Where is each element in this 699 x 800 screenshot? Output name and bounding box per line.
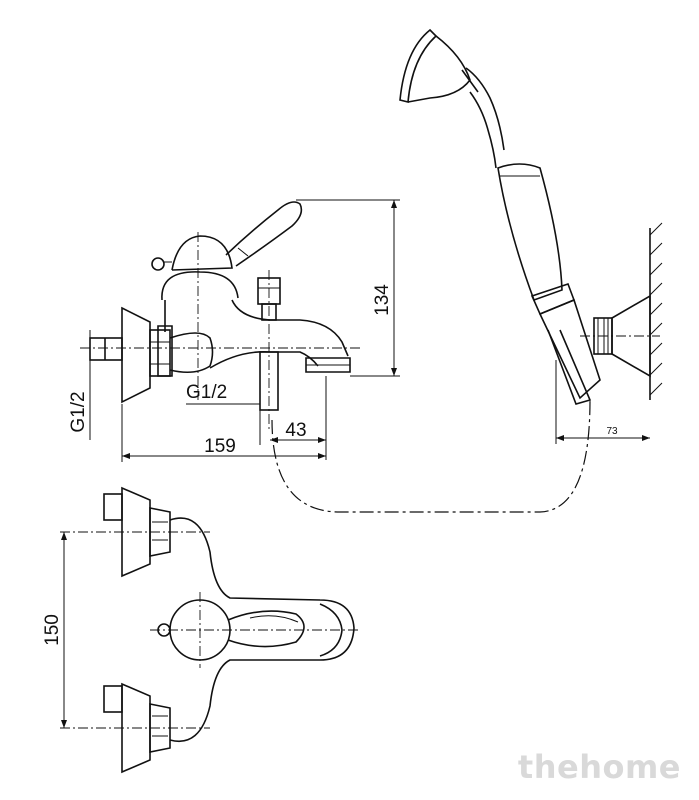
dim-g12-outlet: G1/2 [186,382,227,403]
hand-shower [399,28,601,405]
top-view-spout [319,603,343,657]
mixer-side-view [80,201,360,430]
bottom-inlet-nut [149,703,171,753]
dim-134: 134 [372,284,393,316]
handle-dome [171,235,233,271]
shower-handle [497,163,563,302]
lever-handle [225,201,303,267]
dim-43: 43 [285,420,306,441]
mixer-body-front [169,332,214,374]
top-inlet-escutcheon [121,486,151,578]
hose-path [271,399,591,513]
mixer-cap [161,271,239,301]
hose-grip [538,298,601,400]
dim-73: 73 [606,426,618,437]
dim-159: 159 [204,436,236,457]
handle-knob [151,257,165,271]
dim-g12-inlet: G1/2 [68,391,89,432]
watermark-logo: thehome [517,748,681,786]
wall-escutcheon [121,306,151,404]
top-inlet-pipe [103,493,123,521]
spout-top [231,299,349,357]
bottom-inlet-pipe [103,685,123,713]
inlet-nut [149,329,171,377]
shower-head [399,28,438,104]
top-view-lever [227,610,305,648]
shower-holder: 73 [555,222,663,444]
dimensions-side: 134 G1/2 G1/2 43 159 [68,199,400,462]
top-view-body [169,517,355,742]
bottom-inlet-escutcheon [121,682,151,774]
inlet-pipe [89,337,123,361]
dim-150: 150 [42,614,63,646]
top-inlet-nut [149,507,171,557]
spout-bottom [209,351,319,369]
mixer-top-view: 150 [42,486,360,774]
spout-outlet [305,357,351,373]
